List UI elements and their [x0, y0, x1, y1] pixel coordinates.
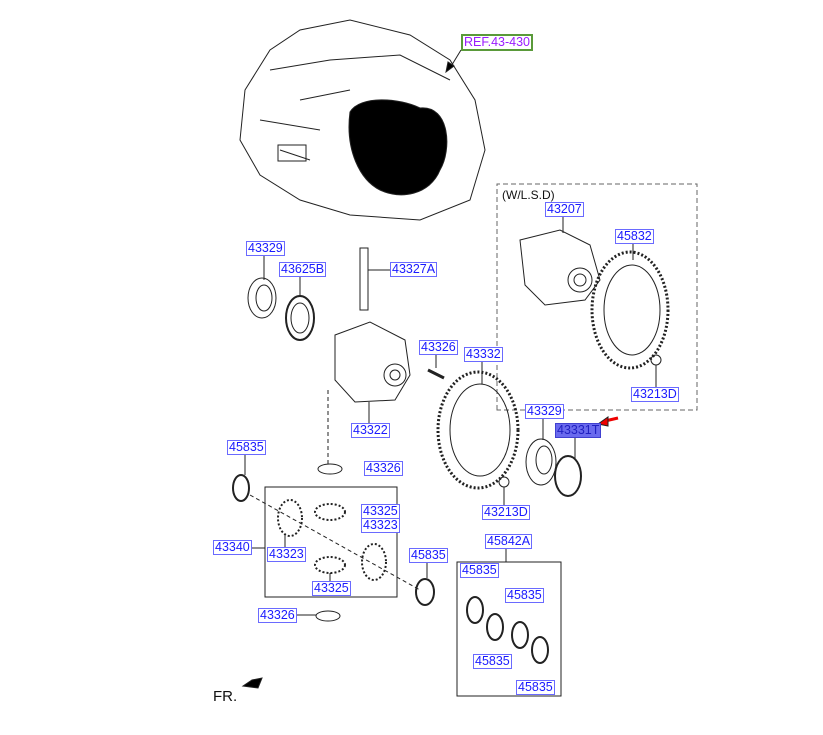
part-label[interactable]: 45835 [460, 563, 499, 578]
part-label[interactable]: 43325 [312, 581, 351, 596]
part-label[interactable]: 43213D [482, 505, 530, 520]
pin [427, 368, 445, 380]
transmission-housing [239, 19, 486, 221]
pinion-shaft [359, 247, 390, 311]
lsd-differential-case [519, 216, 601, 306]
part-label[interactable]: 45832 [615, 229, 654, 244]
pinion-gear [314, 503, 346, 521]
shim-ring [554, 438, 582, 497]
part-label[interactable]: 43329 [246, 241, 285, 256]
part-label[interactable]: 43322 [351, 423, 390, 438]
ring-gear-bolt [498, 476, 510, 488]
front-arrow-icon [241, 677, 263, 689]
part-label[interactable]: 43207 [545, 202, 584, 217]
ring-gear [436, 362, 520, 490]
part-label[interactable]: 45835 [516, 680, 555, 695]
part-label[interactable]: 43326 [258, 608, 297, 623]
part-label[interactable]: 43323 [267, 547, 306, 562]
oil-seal-left [285, 277, 315, 341]
lsd-option-box [496, 183, 698, 411]
part-label[interactable]: 43329 [525, 404, 564, 419]
washer-left [232, 474, 250, 502]
lsd-bolt [650, 354, 662, 366]
ref-link-43-430[interactable]: REF.43-430 [461, 34, 534, 51]
thrust-washer [317, 463, 343, 475]
differential-case [334, 321, 411, 423]
part-label[interactable]: 45835 [227, 440, 266, 455]
part-label[interactable]: 43326 [419, 340, 458, 355]
part-label[interactable]: 43332 [464, 347, 503, 362]
part-label-selected[interactable]: 43331T [555, 423, 602, 438]
ref-arrow-icon [445, 61, 455, 74]
bearing-left [247, 256, 277, 319]
bearing-right [525, 419, 557, 486]
part-label[interactable]: 43327A [390, 262, 438, 277]
lsd-ring-gear [590, 244, 670, 370]
part-label[interactable]: 45835 [505, 588, 544, 603]
part-label[interactable]: 45835 [409, 548, 448, 563]
part-label[interactable]: 43340 [213, 540, 252, 555]
part-label[interactable]: 43323 [361, 518, 400, 533]
part-label[interactable]: 45842A [485, 534, 533, 549]
side-gear [277, 499, 303, 537]
front-label: FR. [213, 688, 238, 705]
shim-kit-box [456, 561, 562, 697]
part-label[interactable]: 45835 [473, 654, 512, 669]
part-label[interactable]: 43625B [279, 262, 327, 277]
gear-set-box [264, 486, 398, 598]
part-label[interactable]: 43325 [361, 504, 400, 519]
part-label[interactable]: 43213D [631, 387, 679, 402]
washer-right [415, 578, 435, 606]
lsd-note: (W/L.S.D) [502, 188, 555, 202]
part-label[interactable]: 43326 [364, 461, 403, 476]
